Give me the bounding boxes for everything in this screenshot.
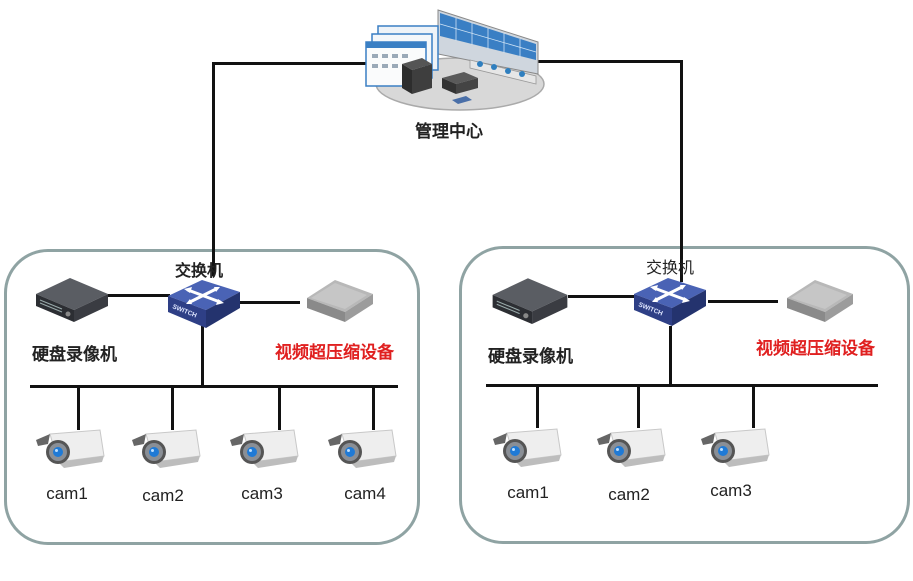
management-center[interactable]	[360, 4, 550, 114]
left-camera-bus	[30, 385, 398, 388]
right-switch-to-bus-wire	[669, 326, 672, 386]
uplink-wire-right-stub	[680, 236, 683, 282]
left-nvr-label: 硬盘录像机	[32, 345, 117, 365]
uplink-wire-left-stub	[212, 240, 215, 276]
dvr-recorder-icon	[36, 278, 108, 322]
left-camera-4[interactable]	[326, 428, 398, 472]
left-switch-to-compressor-wire	[236, 301, 300, 304]
security-camera-icon	[493, 428, 562, 467]
left-camera-2[interactable]	[130, 428, 202, 472]
security-camera-icon	[36, 429, 105, 468]
dvr-recorder-icon	[492, 278, 568, 324]
uplink-wire-right-horizontal	[538, 60, 683, 63]
uplink-wire-right-vertical	[680, 60, 683, 278]
left-camera-1[interactable]	[34, 428, 106, 472]
left-compressor[interactable]	[305, 276, 375, 326]
uplink-wire-left-vertical	[212, 62, 215, 274]
security-camera-icon	[132, 429, 201, 468]
right-camera-1[interactable]	[490, 427, 564, 471]
left-switch-label: 交换机	[175, 261, 224, 280]
left-camera-4-label: cam4	[344, 484, 386, 503]
left-switch-to-bus-wire	[201, 326, 204, 386]
right-switch-label: 交换机	[646, 258, 695, 277]
management-center-label: 管理中心	[415, 122, 483, 142]
security-camera-icon	[701, 428, 770, 467]
left-cam2-drop	[171, 385, 174, 430]
security-camera-icon	[597, 428, 666, 467]
security-camera-icon	[328, 429, 397, 468]
right-camera-1-label: cam1	[507, 483, 549, 502]
left-compressor-label: 视频超压缩设备	[275, 343, 394, 363]
left-camera-3[interactable]	[228, 428, 300, 472]
right-camera-2[interactable]	[594, 427, 668, 471]
right-compressor[interactable]	[784, 276, 856, 326]
right-cam2-drop	[637, 384, 640, 428]
right-compressor-label: 视频超压缩设备	[756, 339, 875, 359]
network-switch-icon: SWITCH	[634, 278, 706, 326]
control-room-icon	[365, 9, 545, 111]
video-compression-device-icon	[787, 280, 853, 322]
right-cam3-drop	[752, 384, 755, 428]
left-nvr[interactable]	[34, 270, 110, 322]
video-compression-device-icon	[307, 280, 373, 322]
right-camera-3-label: cam3	[710, 481, 752, 500]
left-camera-3-label: cam3	[241, 484, 283, 503]
right-camera-3[interactable]	[698, 427, 772, 471]
network-switch-icon: SWITCH	[168, 280, 240, 328]
left-cam1-drop	[77, 385, 80, 430]
right-camera-2-label: cam2	[608, 485, 650, 504]
left-switch[interactable]: SWITCH	[166, 278, 242, 330]
left-cam4-drop	[372, 385, 375, 430]
right-nvr-to-switch-wire	[568, 295, 636, 298]
right-nvr-label: 硬盘录像机	[488, 347, 573, 367]
right-switch-to-compressor-wire	[708, 300, 778, 303]
right-camera-bus	[486, 384, 878, 387]
security-camera-icon	[230, 429, 299, 468]
right-switch[interactable]: SWITCH	[632, 276, 708, 328]
left-camera-2-label: cam2	[142, 486, 184, 505]
right-cam1-drop	[536, 384, 539, 428]
right-nvr[interactable]	[490, 270, 570, 324]
left-cam3-drop	[278, 385, 281, 430]
left-camera-1-label: cam1	[46, 484, 88, 503]
left-nvr-to-switch-wire	[108, 294, 170, 297]
uplink-wire-left-horizontal	[212, 62, 370, 65]
